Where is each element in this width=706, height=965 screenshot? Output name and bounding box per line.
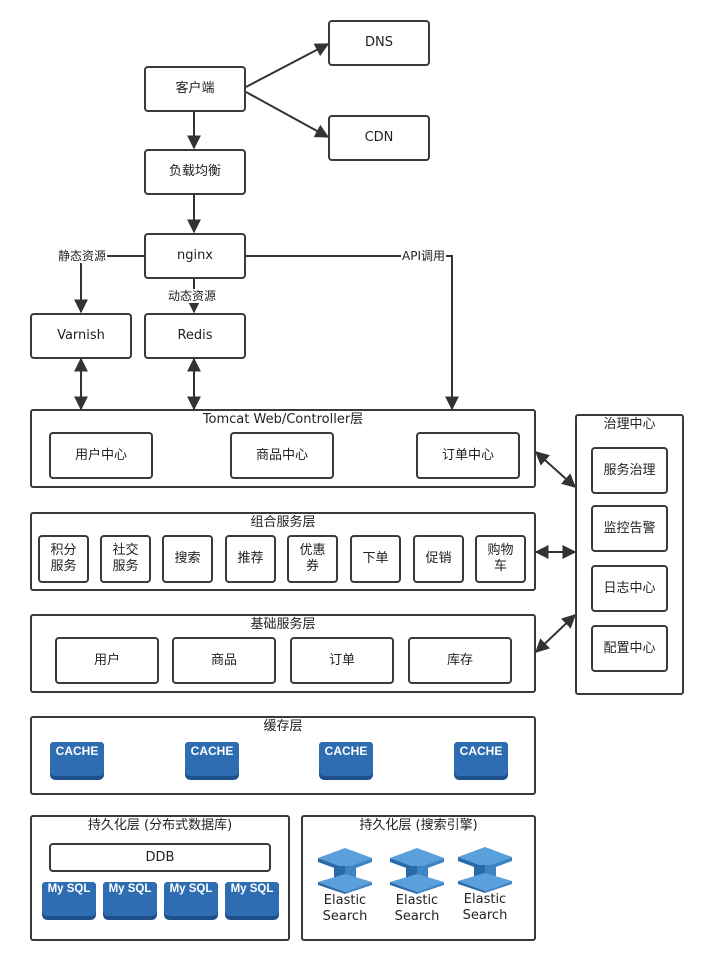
elasticsearch-node: Elastic Search xyxy=(385,848,449,928)
search-service: 搜索 xyxy=(162,535,213,583)
product-center: 商品中心 xyxy=(230,432,334,479)
redis-node: Redis xyxy=(144,313,246,359)
edge-client-dns xyxy=(245,43,330,88)
elasticsearch-label: Elastic Search xyxy=(462,892,508,923)
mysql-label: My SQL xyxy=(108,883,152,895)
client-node: 客户端 xyxy=(144,66,246,112)
cache-node: CACHE xyxy=(48,740,106,782)
base-layer-title: 基础服务层 xyxy=(250,617,316,632)
edge-tomcat-governance xyxy=(534,451,577,488)
place-order-service: 下单 xyxy=(350,535,401,583)
elasticsearch-label: Elastic Search xyxy=(394,893,440,924)
config-center: 配置中心 xyxy=(591,625,668,672)
mysql-label: My SQL xyxy=(169,883,213,895)
cache-node: CACHE xyxy=(317,740,375,782)
cdn-node: CDN xyxy=(328,115,430,161)
nginx-node: nginx xyxy=(144,233,246,279)
base-user: 用户 xyxy=(55,637,159,684)
static-resource-label: 静态资源 xyxy=(57,249,108,263)
cache-layer-title: 缓存层 xyxy=(263,719,303,734)
varnish-node: Varnish xyxy=(30,313,132,359)
db-layer: 持久化层 (分布式数据库) xyxy=(30,815,290,941)
base-inventory: 库存 xyxy=(408,637,512,684)
db-layer-title: 持久化层 (分布式数据库) xyxy=(87,818,233,833)
service-governance: 服务治理 xyxy=(591,447,668,494)
mysql-node: My SQL xyxy=(162,880,220,922)
edge-client-cdn xyxy=(245,91,330,138)
mysql-node: My SQL xyxy=(223,880,281,922)
cache-label: CACHE xyxy=(55,744,99,758)
user-center: 用户中心 xyxy=(49,432,153,479)
edge-base-governance xyxy=(534,614,577,653)
elasticsearch-node: Elastic Search xyxy=(453,847,517,927)
edge-nginx-varnish xyxy=(74,255,144,314)
dns-node: DNS xyxy=(328,20,430,66)
cache-label: CACHE xyxy=(324,744,368,758)
recommend-service: 推荐 xyxy=(225,535,276,583)
cache-label: CACHE xyxy=(190,744,234,758)
elasticsearch-label: Elastic Search xyxy=(322,893,368,924)
governance-title: 治理中心 xyxy=(603,417,656,432)
base-order: 订单 xyxy=(290,637,394,684)
cache-label: CACHE xyxy=(459,744,503,758)
cache-node: CACHE xyxy=(183,740,241,782)
coupon-service: 优惠 券 xyxy=(287,535,338,583)
social-service: 社交 服务 xyxy=(100,535,151,583)
promotion-service: 促销 xyxy=(413,535,464,583)
monitoring-alerts: 监控告警 xyxy=(591,505,668,552)
edge-nginx-order xyxy=(246,255,459,411)
elasticsearch-node: Elastic Search xyxy=(313,848,377,928)
mysql-label: My SQL xyxy=(230,883,274,895)
api-call-label: API调用 xyxy=(401,249,446,263)
cache-layer: 缓存层 xyxy=(30,716,536,795)
base-product: 商品 xyxy=(172,637,276,684)
search-layer-title: 持久化层 (搜索引擎) xyxy=(359,818,478,833)
order-center: 订单中心 xyxy=(416,432,520,479)
ddb-node: DDB xyxy=(49,843,271,872)
mysql-label: My SQL xyxy=(47,883,91,895)
dynamic-resource-label: 动态资源 xyxy=(167,289,218,303)
mysql-node: My SQL xyxy=(40,880,98,922)
tomcat-layer-title: Tomcat Web/Controller层 xyxy=(202,412,364,427)
mysql-node: My SQL xyxy=(101,880,159,922)
cache-node: CACHE xyxy=(452,740,510,782)
log-center: 日志中心 xyxy=(591,565,668,612)
points-service: 积分 服务 xyxy=(38,535,89,583)
load-balancer-node: 负载均衡 xyxy=(144,149,246,195)
combo-layer-title: 组合服务层 xyxy=(250,515,316,530)
cart-service: 购物 车 xyxy=(475,535,526,583)
